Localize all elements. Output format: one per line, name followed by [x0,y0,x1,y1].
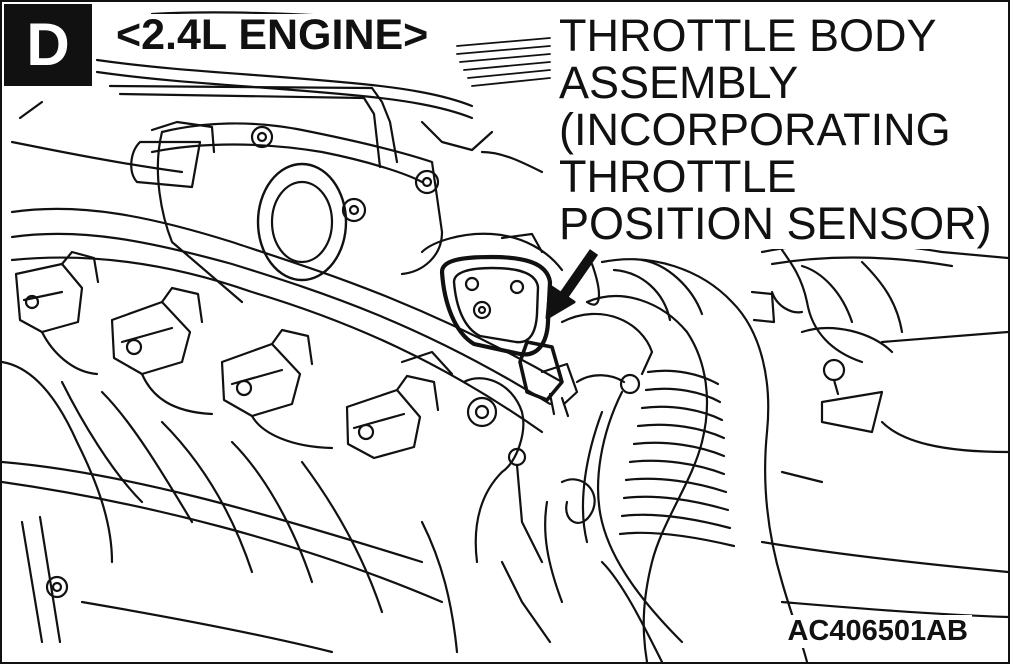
coil-2 [110,286,204,376]
coil-3 [220,328,314,418]
pointer-arrow-icon [545,249,599,320]
callout-line: ASSEMBLY [559,57,799,108]
callout-line: THROTTLE [559,151,797,202]
throttle-body-assembly [420,232,626,418]
section-badge: D [4,4,92,86]
coil-1 [14,250,100,334]
component-callout: THROTTLE BODY ASSEMBLY (INCORPORATING TH… [555,12,996,249]
hatch-lines [456,37,551,87]
callout-line: (INCORPORATING [559,104,951,155]
callout-line: POSITION SENSOR) [559,198,992,249]
intake-hose [560,258,809,662]
figure-id: AC406501AB [783,615,972,648]
coil-4 [345,374,440,460]
mount-bracket [400,350,544,564]
engine-label: <2.4L ENGINE> [114,14,435,57]
ignition-coils [14,250,440,460]
upper-harness [10,58,474,174]
intake-plenum [130,120,444,304]
callout-line: THROTTLE BODY [559,10,937,61]
intake-runners [2,360,459,654]
air-cleaner [750,242,1008,619]
